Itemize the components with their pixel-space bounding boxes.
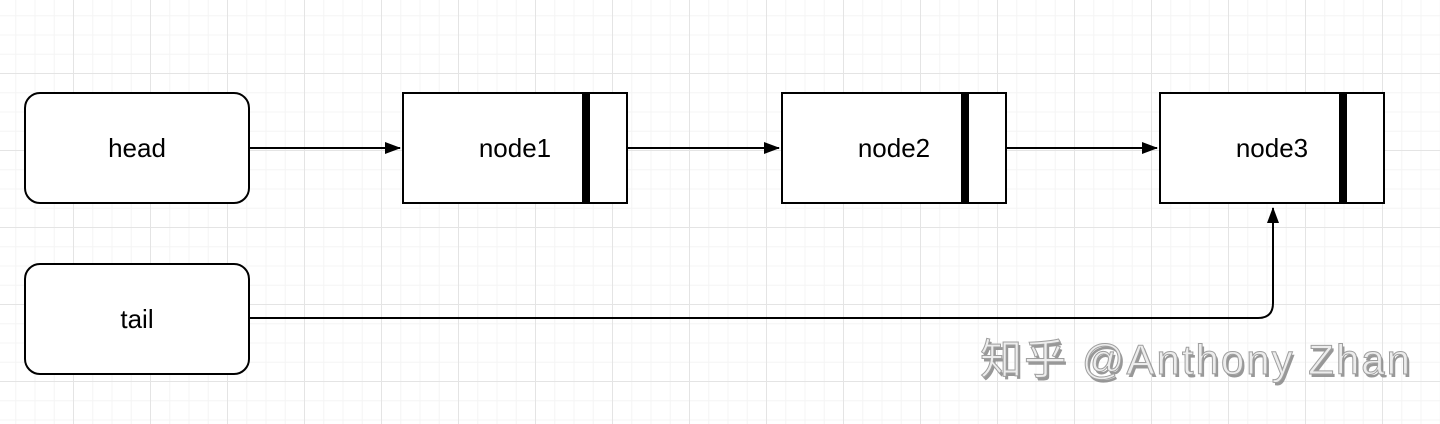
head-node: head xyxy=(24,92,250,204)
watermark-text: 知乎 @Anthony Zhan xyxy=(980,336,1412,383)
list-node-3: node3 xyxy=(1159,92,1385,204)
tail-node-label: tail xyxy=(120,303,154,334)
list-node-1-label: node1 xyxy=(478,132,552,163)
node3-pointer-divider xyxy=(1339,94,1347,202)
watermark-shadow: 知乎 @Anthony Zhan xyxy=(982,339,1414,386)
node2-pointer-divider xyxy=(961,94,969,202)
list-node-1: node1 xyxy=(402,92,628,204)
list-node-3-label: node3 xyxy=(1235,132,1309,163)
node1-pointer-divider xyxy=(582,94,590,202)
head-node-label: head xyxy=(108,132,166,163)
list-node-2-label: node2 xyxy=(857,132,931,163)
tail-node: tail xyxy=(24,263,250,375)
list-node-2: node2 xyxy=(781,92,1007,204)
connector-tail-node3 xyxy=(250,207,1279,319)
